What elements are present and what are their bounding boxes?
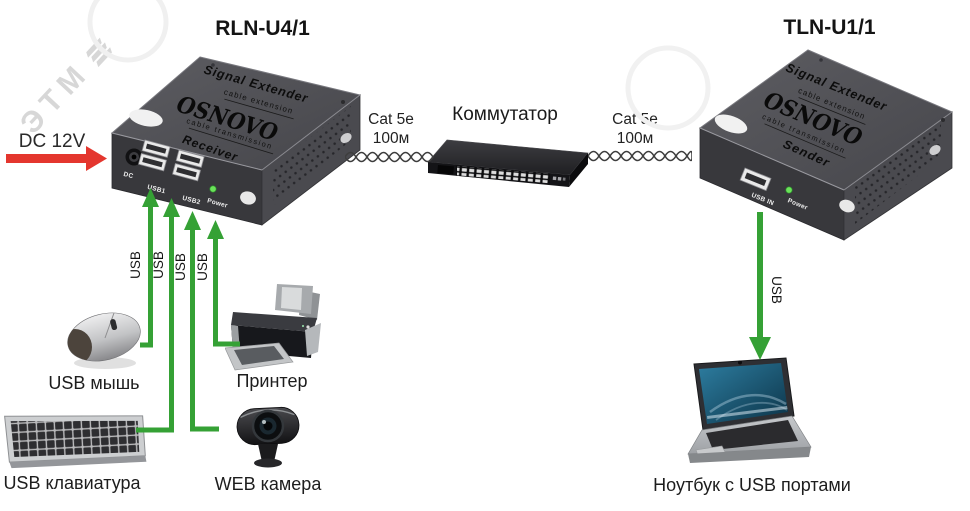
sender-power-led (785, 186, 793, 194)
printer-label: Принтер (236, 371, 308, 391)
keyboard-label: USB клавиатура (3, 473, 141, 493)
network-switch-image (427, 139, 589, 187)
sender-device-image: Signal Extender cable extension OSNOVO c… (698, 49, 954, 241)
cable-length-left: 100м (372, 130, 410, 147)
usb-label-3: USB (173, 253, 188, 281)
mouse-label: USB мышь (48, 373, 140, 393)
keyboard-keys (10, 420, 140, 458)
keyboard-image (4, 415, 147, 469)
receiver-dc-jack (125, 148, 143, 166)
cable-label-left: Cat 5e 100м (362, 110, 420, 148)
receiver-usb2-label: USB2 (182, 195, 202, 207)
laptop-image (687, 357, 812, 463)
switch-ports (457, 166, 549, 184)
sender-usb-in-port (739, 167, 772, 192)
twisted-pair-cable-left (345, 151, 434, 163)
printer-image (225, 284, 321, 371)
sender-title: TLN-U1/1 (783, 16, 876, 39)
webcam-label: WEB камера (214, 474, 322, 494)
receiver-dc-label: DC (123, 171, 134, 180)
cable-type-left: Cat 5e (368, 111, 414, 128)
cable-label-right: Cat 5e 100м (606, 110, 664, 148)
twisted-pair-cable-right (588, 150, 692, 162)
usb-label-1: USB (128, 251, 143, 279)
receiver-sticker-oval (129, 109, 163, 127)
dc-power-label: DC 12V (18, 131, 86, 152)
receiver-title: RLN-U4/1 (215, 17, 310, 40)
receiver-usb1-ports (138, 139, 171, 172)
webcam-image (236, 406, 300, 468)
laptop-label: Ноутбук с USB портами (653, 475, 851, 495)
sender-vent-holes (855, 120, 941, 224)
usb-label-2: USB (151, 251, 166, 279)
receiver-device-image: Signal Extender cable extension OSNOVO c… (110, 56, 362, 226)
cable-length-right: 100м (616, 130, 654, 147)
receiver-power-led (209, 185, 217, 193)
watermark-text: ЭТМ (14, 55, 97, 141)
cable-type-right: Cat 5e (612, 111, 658, 128)
receiver-vent-holes (273, 106, 351, 206)
sender-sticker-oval (714, 114, 748, 134)
laptop-keyboard (706, 420, 798, 450)
usb-label-laptop: USB (769, 276, 784, 304)
mouse-scroll-wheel (110, 319, 118, 331)
usb-label-4: USB (195, 253, 210, 281)
receiver-usb2-ports (172, 149, 205, 182)
laptop-webcam-dot (738, 360, 742, 365)
mouse-image (62, 312, 141, 369)
switch-label: Коммутатор (452, 104, 558, 125)
